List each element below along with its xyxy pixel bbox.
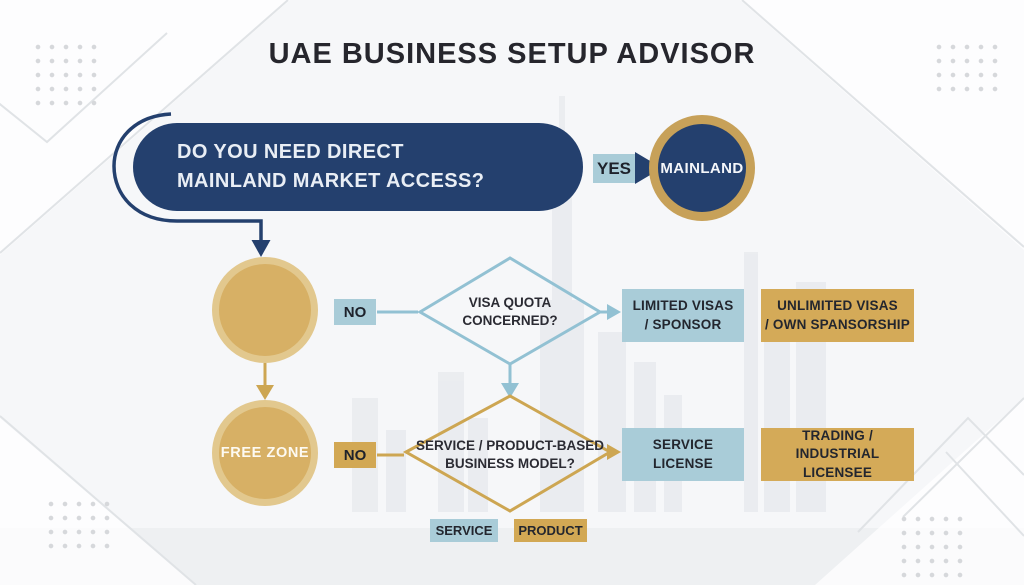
- yes-arrowhead: [635, 152, 662, 184]
- dot-grid-top-left: [31, 40, 103, 108]
- outcome-text: SERVICE: [652, 437, 714, 453]
- no-connector-label-model: NO: [334, 442, 376, 468]
- free-zone-node: FREE ZONE: [212, 400, 318, 506]
- dot-grid-bottom-right: [897, 512, 969, 580]
- outcome-service-license: SERVICE LICENSE: [622, 428, 744, 481]
- arrowhead-to-limited-visas: [607, 304, 621, 320]
- outcome-limited-visas: LIMITED VISAS / SPONSOR: [622, 289, 744, 342]
- outcome-text: INDUSTRIAL LICENSEE: [795, 446, 880, 480]
- question-line-2: MAINLAND MARKET ACCESS?: [177, 170, 485, 192]
- business-model-diamond-text: SERVICE / PRODUCT-BASED BUSINESS MODEL?: [410, 437, 610, 473]
- visa-quota-diamond-text: VISA QUOTA CONCERNED?: [425, 294, 595, 330]
- service-legend-tag: SERVICE: [430, 519, 498, 542]
- outcome-text: UNLIMITED VISAS: [777, 298, 898, 314]
- question-line-1: DO YOU NEED DIRECT: [177, 141, 404, 163]
- mainland-node: MAINLAND: [649, 115, 755, 221]
- outcome-text: / SPONSOR: [644, 316, 722, 332]
- dot-grid-bottom-left: [44, 497, 116, 552]
- outcome-unlimited-visas: UNLIMITED VISAS / OWN SPANSORSHIP: [761, 289, 914, 342]
- model-diamond-line-2: BUSINESS MODEL?: [445, 456, 575, 472]
- outcome-text: LIMITED VISAS: [632, 298, 734, 314]
- page-title: UAE BUSINESS SETUP ADVISOR: [268, 38, 756, 70]
- dot-grid-top-right: [932, 40, 1004, 95]
- outcome-text: TRADING /: [802, 428, 873, 444]
- model-diamond-line-1: SERVICE / PRODUCT-BASED: [415, 438, 605, 453]
- product-legend-tag: PRODUCT: [514, 519, 587, 542]
- visa-branch-lines: [377, 256, 608, 386]
- no-connector-label-visa: NO: [334, 299, 376, 325]
- outcome-text: LICENSE: [653, 455, 713, 471]
- outcome-text: / OWN SPANSORSHIP: [765, 316, 910, 332]
- visa-diamond-line-2: CONCERNED?: [462, 313, 558, 329]
- question-pill: DO YOU NEED DIRECT MAINLAND MARKET ACCES…: [133, 123, 583, 211]
- yes-connector-label: YES: [593, 154, 635, 183]
- arrowhead-to-model-diamond: [501, 383, 519, 398]
- arrowhead-to-service-license: [607, 444, 621, 460]
- visa-diamond-line-1: VISA QUOTA: [468, 295, 552, 310]
- entry-node-circle: [212, 257, 318, 363]
- arrowhead-to-freezone: [256, 385, 274, 400]
- outcome-trading-license: TRADING / INDUSTRIAL LICENSEE: [761, 428, 914, 481]
- pill-outline-connector: [112, 112, 263, 243]
- down-arrowhead-to-entry: [251, 240, 271, 257]
